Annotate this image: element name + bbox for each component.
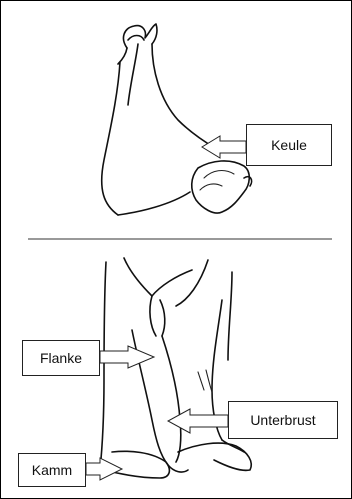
- kamm-label: Kamm: [18, 453, 86, 487]
- keule-arrow: [202, 136, 246, 158]
- unterbrust-label-text: Unterbrust: [250, 412, 315, 428]
- keule-label-text: Keule: [271, 137, 307, 153]
- flanke-arrow: [100, 346, 154, 368]
- keule-label: Keule: [246, 124, 332, 166]
- unterbrust-label: Unterbrust: [228, 401, 338, 439]
- flanke-label-text: Flanke: [40, 350, 82, 366]
- flanke-label: Flanke: [22, 340, 100, 376]
- front-leg-drawing: [100, 258, 251, 478]
- kamm-arrow: [86, 458, 122, 480]
- keule-drawing: [102, 24, 252, 215]
- unterbrust-arrow: [168, 409, 228, 433]
- kamm-label-text: Kamm: [32, 462, 72, 478]
